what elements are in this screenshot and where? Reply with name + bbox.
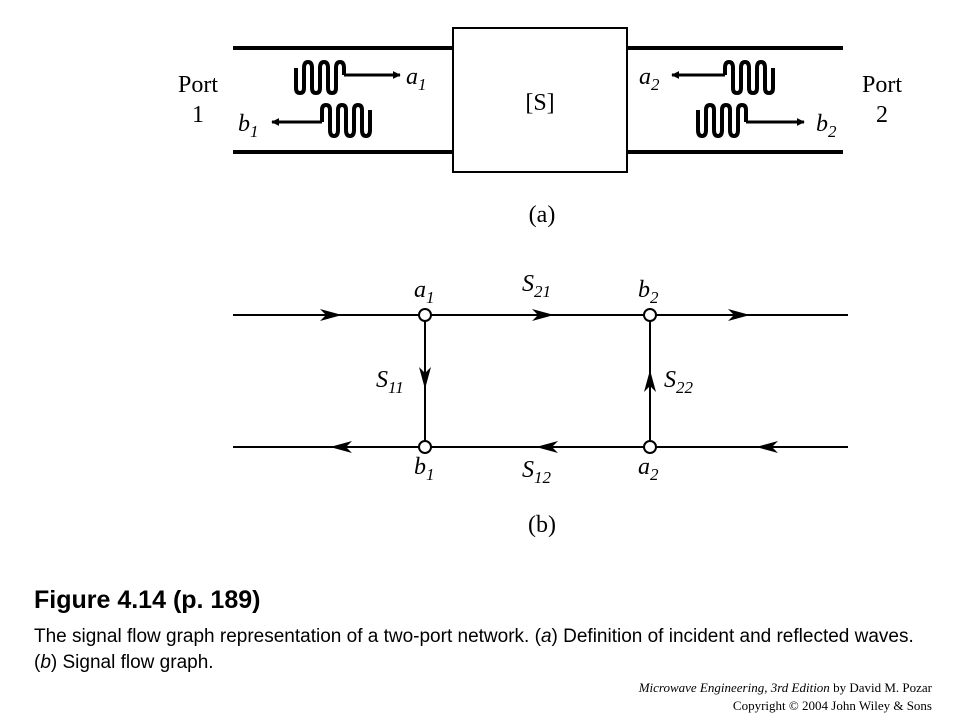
wave-b1-label: b1 (238, 111, 259, 141)
book-title: Microwave Engineering, 3rd Edition (638, 680, 830, 695)
signal-flow-graph: a1 b2 b1 a2 S21 S11 S22 S12 (b) (233, 271, 848, 538)
s22-label: S22 (664, 367, 694, 397)
node-a1 (418, 308, 432, 322)
s-matrix-label: [S] (525, 90, 554, 116)
arrow-s12 (536, 441, 558, 453)
port2-number: 2 (876, 102, 888, 128)
node-b1 (418, 440, 432, 454)
book-author: by David M. Pozar (829, 680, 932, 695)
panel-a-label: (a) (529, 202, 556, 228)
wave-b2-squiggle (696, 103, 748, 138)
node-a2-label: a2 (638, 454, 659, 484)
arrow-s21 (532, 309, 554, 321)
node-a1-label: a1 (414, 277, 435, 307)
arrow-bottom-output (330, 441, 352, 453)
node-b1-label: b1 (414, 454, 435, 484)
wave-b2-label: b2 (816, 111, 837, 141)
port2-label: Port (862, 72, 902, 98)
arrow-top-output (728, 309, 750, 321)
panel-b-label: (b) (528, 512, 556, 538)
arrow-top-input (320, 309, 342, 321)
arrow-s22 (644, 370, 656, 392)
figure-title: Figure 4.14 (p. 189) (34, 586, 261, 614)
s21-label: S21 (522, 271, 551, 301)
arrow-bottom-input (756, 441, 778, 453)
wave-a1-label: a1 (406, 64, 427, 94)
wave-a1-squiggle (294, 60, 346, 95)
wave-a2-label: a2 (639, 64, 660, 94)
node-b2-label: b2 (638, 277, 659, 307)
wave-b1-squiggle (320, 103, 372, 138)
arrow-s11 (419, 367, 431, 389)
port1-number: 1 (192, 102, 204, 128)
two-port-block-diagram: [S] Port 1 Port 2 a1 b1 a2 b2 (a) (178, 27, 902, 228)
s-matrix-block (452, 27, 628, 173)
book-credit: Microwave Engineering, 3rd Edition by Da… (639, 680, 932, 696)
s12-label: S12 (522, 457, 552, 487)
node-a2 (643, 440, 657, 454)
node-b2 (643, 308, 657, 322)
wave-a2-squiggle (723, 60, 775, 95)
figure-caption: The signal flow graph representation of … (34, 626, 914, 673)
s11-label: S11 (376, 367, 404, 397)
copyright-notice: Copyright © 2004 John Wiley & Sons (732, 698, 932, 713)
port1-label: Port (178, 72, 218, 98)
